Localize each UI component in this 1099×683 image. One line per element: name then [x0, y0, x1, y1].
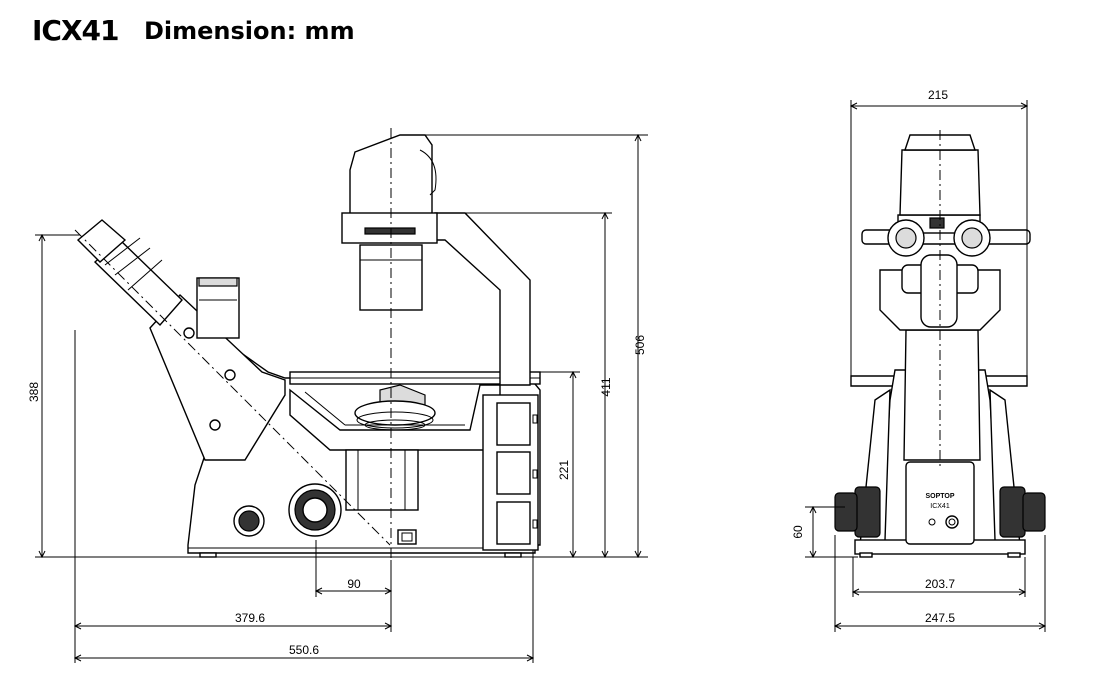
- eyepiece-axis-line: [74, 229, 391, 546]
- dimension-unit-title: Dimension: mm: [144, 17, 355, 45]
- stage-height-label: 411: [599, 377, 613, 396]
- knob-height-label: 60: [791, 525, 805, 539]
- stage-width-label: 215: [928, 88, 948, 102]
- eyepiece-height-label: 388: [27, 382, 41, 402]
- brand-badge: SOPTOP: [925, 493, 954, 500]
- model-title: ICX41: [32, 14, 120, 47]
- nosepiece-height-label: 221: [557, 460, 571, 480]
- overall-length-label: 550.6: [289, 643, 319, 657]
- side-view-microscope: [76, 134, 541, 558]
- base-width-label: 203.7: [925, 577, 955, 591]
- side-dimension-lines: [35, 133, 648, 663]
- axis-to-rear-label: 379.6: [235, 611, 265, 625]
- axis-offset-label: 90: [347, 577, 361, 591]
- overall-height-label: 506: [633, 335, 647, 355]
- front-dimension-lines: [805, 100, 1047, 632]
- model-badge: ICX41: [930, 503, 950, 510]
- knob-span-label: 247.5: [925, 611, 955, 625]
